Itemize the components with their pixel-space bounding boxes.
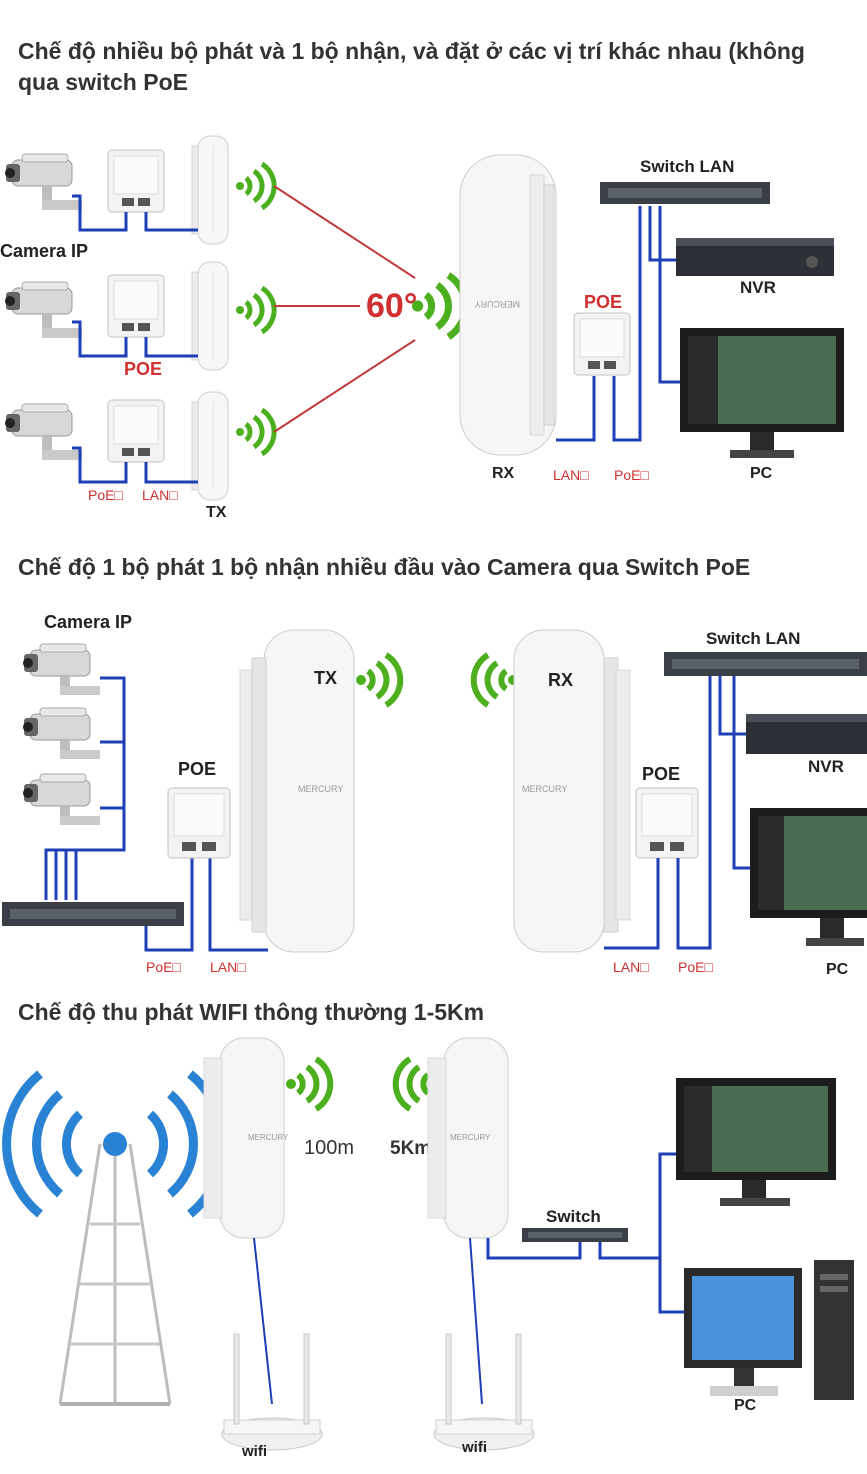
switch-lan-label: Switch LAN xyxy=(640,157,734,176)
pc-monitor xyxy=(680,328,844,458)
section-1-title: Chế độ nhiều bộ phát và 1 bộ nhận, và đặ… xyxy=(18,38,805,95)
rx-label-2: RX xyxy=(548,670,573,690)
tx-antenna-2 xyxy=(191,261,229,371)
poe-injector-rx xyxy=(573,312,631,376)
tx-antenna-big: MERCURY xyxy=(239,629,355,953)
angle-label: 60° xyxy=(366,287,417,325)
rx-antenna-big: MERCURY xyxy=(513,629,631,953)
camera-ip-label: Camera IP xyxy=(0,241,88,261)
wifi-router-left xyxy=(221,1333,323,1451)
cable-router-left xyxy=(253,1237,273,1405)
signal-icon-tx-big xyxy=(356,655,400,705)
camera-5 xyxy=(22,707,101,760)
rx-antenna: MERCURY xyxy=(459,154,557,456)
tx-label-2: TX xyxy=(314,668,337,688)
cable-router-right xyxy=(469,1237,483,1405)
camera-6 xyxy=(22,773,101,826)
nvr-device xyxy=(676,238,834,276)
lan-port-label-left-2: LAN□ xyxy=(210,959,246,975)
tx-antenna-1 xyxy=(191,135,229,245)
nvr-label: NVR xyxy=(740,278,776,297)
wifi-router-right xyxy=(433,1333,535,1451)
diagram-wifi-bridge: MERCURY 100m 5Km MERCURY wifi wifi Switc… xyxy=(2,1037,854,1460)
pc-monitor-3 xyxy=(676,1078,836,1206)
signal-icon-tx-1 xyxy=(236,164,274,208)
poe-injector-1 xyxy=(107,149,165,213)
brand-label-rx: MERCURY xyxy=(475,299,520,309)
poe-injector-3 xyxy=(107,399,165,463)
signal-icon-tx-3 xyxy=(236,410,274,454)
switch-lan-label-2: Switch LAN xyxy=(706,629,800,648)
diagram-single-tx-single-rx-switch: Camera IP POE PoE□ LAN□ MERCURY TX MERCU… xyxy=(2,612,867,978)
cables-left xyxy=(72,194,198,484)
poe-injector-tx-2 xyxy=(167,787,231,859)
distance-5km: 5Km xyxy=(390,1138,431,1159)
switch-lan-2 xyxy=(664,652,867,676)
wifi-label-right: wifi xyxy=(461,1439,487,1456)
camera-3 xyxy=(4,403,83,461)
poe-label-left: POE xyxy=(124,359,162,379)
lan-port-label-left: LAN□ xyxy=(142,487,178,503)
poe-port-label-left-2: PoE□ xyxy=(146,959,181,975)
poe-port-label-right-2: PoE□ xyxy=(678,959,713,975)
camera-2 xyxy=(4,281,83,339)
rx-label: RX xyxy=(492,465,515,482)
diagram-multi-tx-single-rx: Camera IP POE TX PoE□ LAN□ 60° MERCURY R… xyxy=(0,135,844,521)
camera-ip-label-2: Camera IP xyxy=(44,612,132,632)
section-2-title: Chế độ 1 bộ phát 1 bộ nhận nhiều đầu vào… xyxy=(18,554,751,580)
switch-3 xyxy=(522,1228,628,1242)
wifi-tower xyxy=(2,1070,228,1406)
switch-label-3: Switch xyxy=(546,1207,601,1226)
distance-100m: 100m xyxy=(304,1137,354,1159)
poe-injector-rx-2 xyxy=(635,787,699,859)
poe-label-right: POE xyxy=(584,292,622,312)
switch-lan xyxy=(600,182,770,204)
signal-icon-bridge-left xyxy=(286,1056,334,1112)
poe-label-right-2: POE xyxy=(642,764,680,784)
cables-rx-2 xyxy=(604,676,750,950)
signal-icon-rx xyxy=(412,275,465,337)
brand-label-bridge-right: MERCURY xyxy=(450,1133,491,1142)
poe-switch-left xyxy=(2,902,184,926)
brand-label-bridge-left: MERCURY xyxy=(248,1133,289,1142)
pc-label-2: PC xyxy=(826,961,849,978)
poe-injector-2 xyxy=(107,274,165,338)
signal-icon-rx-big xyxy=(474,655,518,705)
pc-label-3: PC xyxy=(734,1397,757,1414)
poe-port-label-right: PoE□ xyxy=(614,467,649,483)
camera-4 xyxy=(22,643,101,696)
camera-1 xyxy=(4,153,83,211)
cables-rx xyxy=(556,206,680,442)
tx-antenna-3 xyxy=(191,391,229,501)
wireless-links xyxy=(273,185,416,433)
signal-icon-tx-2 xyxy=(236,288,274,332)
section-3-title: Chế độ thu phát WIFI thông thường 1-5Km xyxy=(18,999,485,1025)
poe-port-label-left: PoE□ xyxy=(88,487,123,503)
nvr-label-2: NVR xyxy=(808,757,844,776)
lan-port-label-right-2: LAN□ xyxy=(613,959,649,975)
tx-label: TX xyxy=(206,504,227,521)
cables-switch xyxy=(486,1152,684,1314)
desktop-pc xyxy=(684,1260,854,1400)
lan-port-label-right: LAN□ xyxy=(553,467,589,483)
pc-label: PC xyxy=(750,465,773,482)
brand-label-rx-2: MERCURY xyxy=(522,784,567,794)
pc-monitor-2 xyxy=(750,808,867,946)
nvr-device-2 xyxy=(746,714,867,754)
poe-label-left-2: POE xyxy=(178,759,216,779)
brand-label-tx: MERCURY xyxy=(298,784,343,794)
wifi-label-left: wifi xyxy=(241,1443,267,1460)
cables-cameras xyxy=(44,676,268,952)
